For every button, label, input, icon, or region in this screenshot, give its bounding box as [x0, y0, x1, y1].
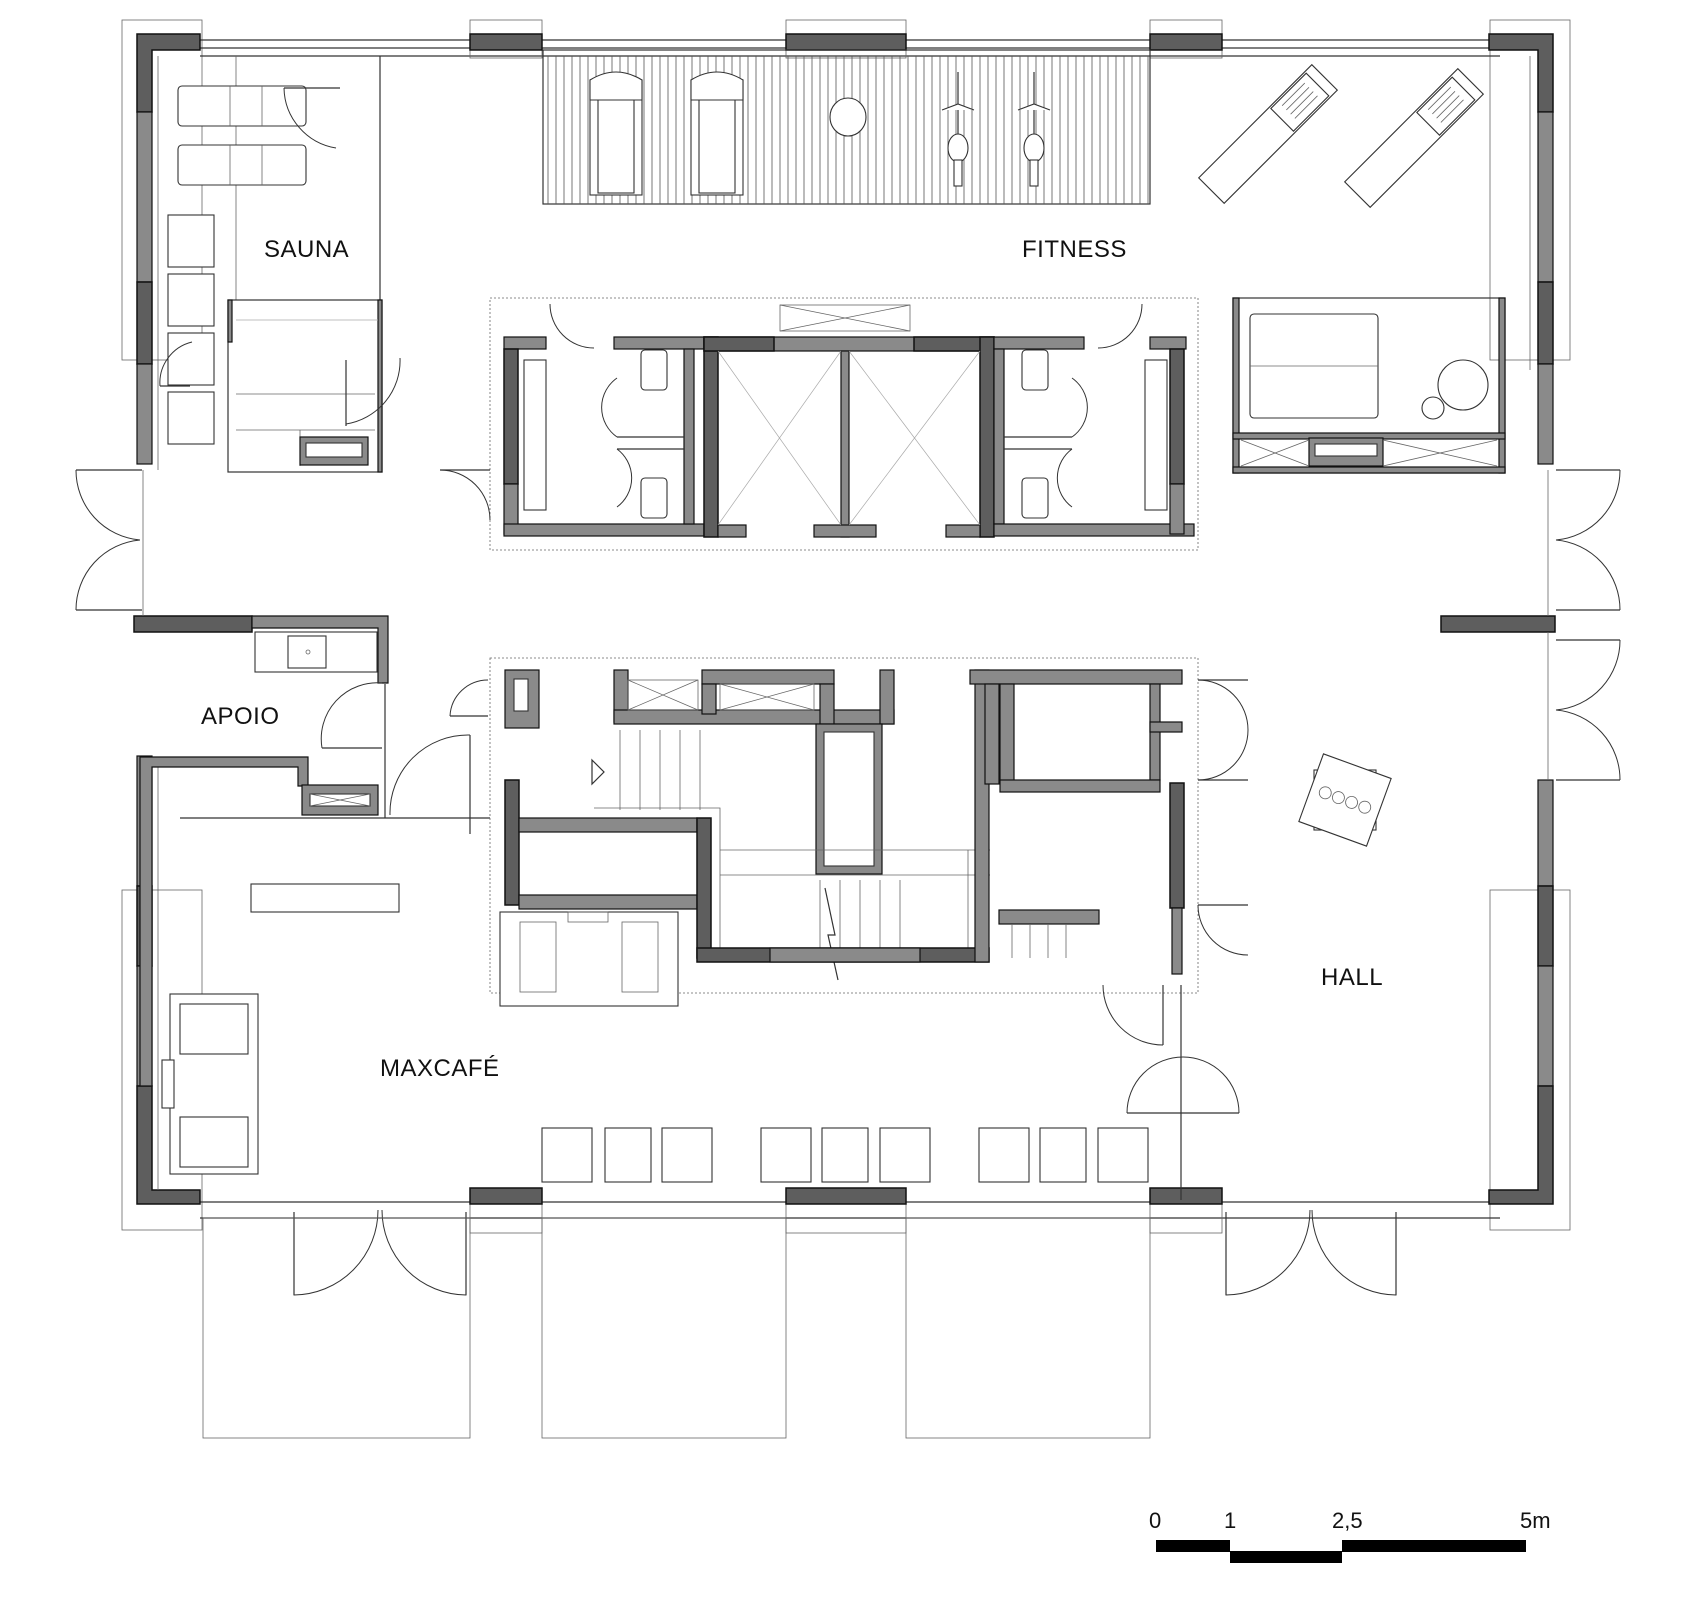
exercise-bike-icon [1017, 72, 1051, 187]
left-entry-doors[interactable] [75, 469, 142, 611]
scale-tick-0: 0 [1149, 1508, 1162, 1533]
sofa-set-icon [161, 993, 259, 1175]
room-label-fitness: FITNESS [1022, 236, 1127, 263]
planter [202, 1217, 471, 1439]
bench-icon [167, 214, 215, 268]
scale-tick-2-5: 2,5 [1332, 1508, 1363, 1533]
bench-icon [167, 391, 215, 445]
apoio-room [139, 615, 490, 1087]
rowing-machine-icon [1197, 63, 1339, 205]
interior-outline [142, 56, 1549, 1190]
upper-core [439, 297, 1199, 551]
side-table-icon [1437, 359, 1489, 411]
bench-icon [167, 273, 215, 327]
planter [541, 1217, 787, 1439]
room-label-hall: HALL [1321, 964, 1384, 991]
counter-icon [250, 883, 400, 913]
scale-tick-1: 1 [1224, 1508, 1237, 1533]
cafe-table-group [760, 1127, 931, 1183]
sauna-room [159, 56, 401, 473]
exercise-bike-icon [941, 72, 975, 187]
maxcafe-furniture [161, 883, 1149, 1183]
relax-room [1232, 297, 1506, 474]
room-label-apoio: APOIO [201, 703, 280, 730]
fitness-equipment [589, 63, 1485, 209]
exercise-ball-icon [829, 97, 867, 137]
toilet-icon [1021, 349, 1049, 391]
rowing-machine-icon [1343, 67, 1485, 209]
bottom-exterior [202, 1209, 1397, 1439]
cafe-table-group [978, 1127, 1149, 1183]
toilet-icon [640, 349, 668, 391]
lounger-icon [177, 85, 307, 127]
lower-core [489, 657, 1249, 1200]
toilet-icon [1021, 477, 1049, 519]
side-table-icon [1421, 396, 1445, 420]
right-entry-doors[interactable] [1555, 469, 1621, 781]
scale-tick-5m: 5m [1520, 1508, 1551, 1533]
cafe-table-group [541, 1127, 713, 1183]
toilet-icon [640, 477, 668, 519]
scale-bar [1156, 1540, 1526, 1563]
treadmill-icon [589, 71, 643, 196]
bench-icon [167, 332, 215, 386]
room-label-maxcafe: MAXCAFÉ [380, 1055, 500, 1082]
room-label-sauna: SAUNA [264, 236, 350, 263]
planter [905, 1217, 1151, 1439]
lounger-icon [177, 144, 307, 186]
treadmill-icon [690, 71, 744, 196]
hall-table-icon [1298, 753, 1392, 847]
